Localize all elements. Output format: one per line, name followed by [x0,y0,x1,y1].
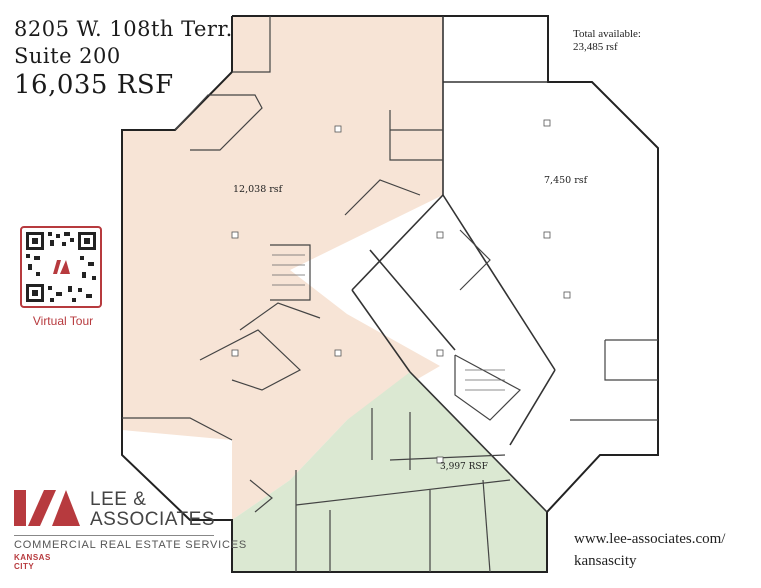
building-outline [121,15,659,573]
brand-name: LEE & ASSOCIATES [90,490,215,530]
property-title: 8205 W. 108th Terr. Suite 200 16,035 RSF [14,16,233,101]
website-line2: kansascity [574,553,637,569]
brand-tagline: COMMERCIAL REAL ESTATE SERVICES [14,539,248,551]
total-label: Total available: [573,28,641,40]
website-line1: www.lee-associates.com/ [574,531,726,547]
brand-divider [14,535,214,536]
qr-code-icon [26,232,96,302]
column-markers [231,119,571,464]
lee-associates-logo-icon [14,490,80,526]
interior-walls [122,16,658,573]
stair-hatching [272,254,505,391]
suite-line: Suite 200 [14,44,121,68]
virtual-tour-qr-code[interactable] [20,226,102,308]
core-walls [351,16,556,513]
main-space-area [122,16,443,520]
rsf-line: 16,035 RSF [14,70,174,100]
website-link[interactable]: www.lee-associates.com/ kansascity [574,528,725,572]
south-space-area [232,372,547,572]
east-space-label: 7,450 rsf [544,175,589,186]
virtual-tour-label[interactable]: Virtual Tour [32,314,94,328]
total-value: 23,485 rsf [573,41,618,53]
brand-city: KANSAS CITY [14,553,51,571]
south-space-label: 3,997 RSF [440,462,488,472]
address-line: 8205 W. 108th Terr. [14,17,233,41]
main-space-label: 12,038 rsf [233,184,284,195]
total-available: Total available: 23,485 rsf [573,28,641,54]
brand-name-line1: LEE & [90,489,147,510]
brand-name-line2: ASSOCIATES [90,509,216,530]
